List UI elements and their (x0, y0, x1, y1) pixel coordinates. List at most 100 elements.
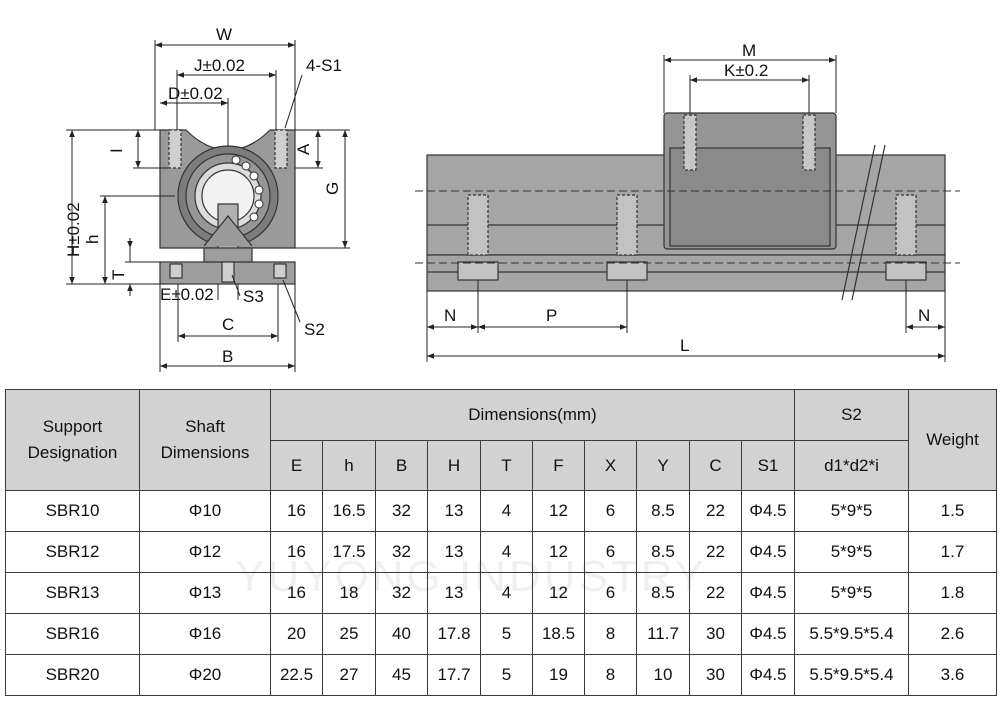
label-4-S1: 4-S1 (306, 56, 342, 75)
tapped-hole-left (168, 129, 182, 169)
table-cell: 18.5 (532, 613, 585, 655)
header-s2-sub: d1*d2*i (794, 440, 909, 491)
table-cell: 13 (427, 572, 481, 614)
table-cell: Φ4.5 (741, 654, 795, 696)
table-cell: 18 (322, 572, 376, 614)
table-cell: 1.7 (908, 531, 997, 573)
label-T: T (109, 270, 128, 280)
table-cell: 6 (584, 572, 637, 614)
header-weight: Weight (908, 389, 997, 491)
table-cell: 10 (636, 654, 690, 696)
table-cell: 5.5*9.5*5.4 (794, 654, 909, 696)
table-cell: SBR13 (5, 572, 140, 614)
label-S2: S2 (304, 320, 325, 339)
table-cell: 16 (270, 490, 323, 532)
header-col-T: T (480, 440, 533, 491)
table-cell: 32 (375, 572, 428, 614)
table-cell: 1.8 (908, 572, 997, 614)
label-K: K±0.2 (724, 61, 768, 80)
table-cell: 5*9*5 (794, 490, 909, 532)
table-cell: 17.7 (427, 654, 481, 696)
header-col-S1: S1 (741, 440, 795, 491)
label-I: I (107, 148, 126, 153)
table-cell: 4 (480, 572, 533, 614)
table-cell: 2.6 (908, 613, 997, 655)
label-L: L (680, 336, 689, 355)
table-cell: SBR16 (5, 613, 140, 655)
label-S3: S3 (243, 287, 264, 306)
header-shaft-dimensions: Shaft Dimensions (139, 389, 271, 491)
table-cell: 40 (375, 613, 428, 655)
table-cell: 30 (689, 654, 742, 696)
table-cell: 20 (270, 613, 323, 655)
table-cell: Φ4.5 (741, 572, 795, 614)
label-G: G (323, 182, 342, 195)
table-cell: 32 (375, 490, 428, 532)
header-col-E: E (270, 440, 323, 491)
table-cell: 5*9*5 (794, 531, 909, 573)
label-H: H±0.02 (64, 202, 83, 257)
table-cell: Φ4.5 (741, 531, 795, 573)
table-cell: Φ12 (139, 531, 271, 573)
table-cell: 12 (532, 531, 585, 573)
table-cell: SBR20 (5, 654, 140, 696)
table-cell: 11.7 (636, 613, 690, 655)
table-cell: 1.5 (908, 490, 997, 532)
table-cell: 22 (689, 490, 742, 532)
header-support-designation: Support Designation (5, 389, 140, 491)
label-D: D±0.02 (168, 84, 223, 103)
table-cell: 27 (322, 654, 376, 696)
header-col-Y: Y (636, 440, 690, 491)
table-cell: 5 (480, 613, 533, 655)
header-col-B: B (375, 440, 428, 491)
support-rail (426, 254, 946, 292)
table-cell: 16.5 (322, 490, 376, 532)
label-B: B (222, 347, 233, 366)
table-cell: 13 (427, 490, 481, 532)
header-col-X: X (584, 440, 637, 491)
table-cell: Φ4.5 (741, 613, 795, 655)
table-cell: 17.8 (427, 613, 481, 655)
table-cell: 22 (689, 531, 742, 573)
label-W: W (216, 25, 232, 44)
label-M: M (742, 41, 756, 60)
table-cell: 8 (584, 654, 637, 696)
table-cell: 16 (270, 572, 323, 614)
label-N-right: N (918, 306, 930, 325)
table-cell: 5 (480, 654, 533, 696)
label-P: P (546, 306, 557, 325)
table-cell: 32 (375, 531, 428, 573)
table-cell: SBR12 (5, 531, 140, 573)
table-cell: 4 (480, 490, 533, 532)
label-A: A (294, 143, 313, 155)
label-J: J±0.02 (194, 56, 245, 75)
table-cell: 6 (584, 490, 637, 532)
header-col-h: h (322, 440, 376, 491)
table-cell: 12 (532, 490, 585, 532)
table-cell: 45 (375, 654, 428, 696)
header-dimensions: Dimensions(mm) (270, 389, 795, 441)
table-cell: 4 (480, 531, 533, 573)
label-E: E±0.02 (160, 285, 214, 304)
table-cell: Φ13 (139, 572, 271, 614)
table-cell: 22 (689, 572, 742, 614)
table-cell: 13 (427, 531, 481, 573)
table-cell: 6 (584, 531, 637, 573)
table-cell: 19 (532, 654, 585, 696)
table-cell: 3.6 (908, 654, 997, 696)
table-cell: Φ20 (139, 654, 271, 696)
label-h: h (83, 235, 102, 244)
table-cell: Φ4.5 (741, 490, 795, 532)
table-cell: SBR10 (5, 490, 140, 532)
header-col-H: H (427, 440, 481, 491)
end-view (159, 129, 296, 285)
label-N-left: N (444, 306, 456, 325)
table-cell: 17.5 (322, 531, 376, 573)
table-cell: 8.5 (636, 572, 690, 614)
